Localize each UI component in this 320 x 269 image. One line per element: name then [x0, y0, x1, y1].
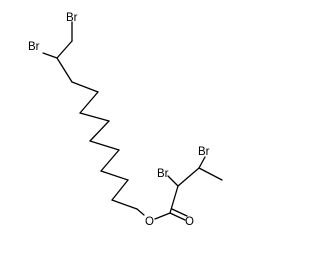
bond	[111, 179, 129, 201]
bond	[56, 40, 73, 59]
bond	[111, 199, 138, 210]
bond	[198, 167, 223, 181]
bond	[100, 149, 120, 172]
bond	[79, 91, 99, 114]
bond	[169, 212, 186, 221]
structure-diagram: Br Br O O Br Br	[28, 12, 223, 228]
carbonyl-oxygen-label: O	[185, 216, 194, 228]
bond	[171, 208, 188, 217]
bromine-atom-label: Br	[198, 146, 210, 158]
bromine-atom-label: Br	[157, 168, 169, 180]
bond	[169, 185, 179, 214]
ester-oxygen-label: O	[145, 216, 154, 228]
bromine-atom-label: Br	[66, 12, 78, 24]
bond	[89, 120, 110, 142]
bond	[154, 212, 171, 220]
atom-labels: Br Br O O Br Br	[28, 12, 210, 228]
bond	[136, 208, 145, 216]
bond	[89, 140, 120, 151]
bond	[167, 175, 179, 187]
bond	[56, 57, 73, 83]
bond	[71, 81, 99, 93]
bond	[198, 156, 206, 169]
bromine-atom-label: Br	[28, 41, 40, 53]
bond	[177, 167, 200, 187]
bond-set	[42, 21, 223, 221]
bond	[100, 170, 129, 181]
bond	[79, 112, 110, 122]
bond	[42, 52, 58, 59]
